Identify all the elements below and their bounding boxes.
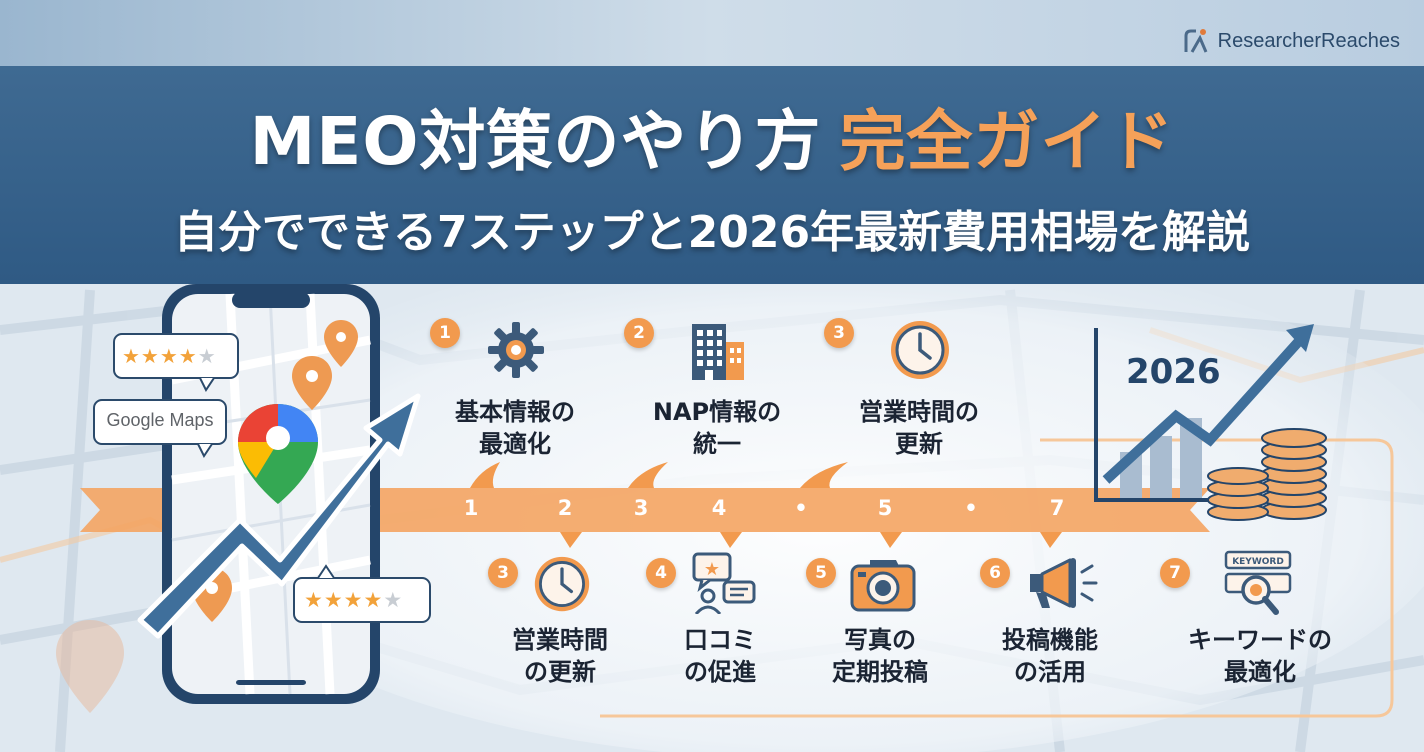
top-step-2-badge: 2 (624, 318, 654, 348)
bottom-step-3-badge: 3 (488, 558, 518, 588)
svg-text:KEYWORD: KEYWORD (1232, 557, 1284, 567)
top-step-2-label: NAP情報の 統一 (652, 398, 782, 459)
keyword-search-icon: KEYWORD (1224, 550, 1292, 615)
ribbon-dot-2: • (964, 496, 978, 520)
google-maps-label: Google Maps (106, 410, 214, 430)
bottom-step-7-badge: 7 (1160, 558, 1190, 588)
title-accent: 完全ガイド (839, 103, 1175, 180)
top-step-3-badge: 3 (824, 318, 854, 348)
ribbon-number-1: 1 (463, 496, 479, 520)
review-stars-bottom: ★★★★★ (304, 588, 404, 612)
ribbon-number-4: 4 (711, 496, 727, 520)
bottom-step-4-badge: 4 (646, 558, 676, 588)
megaphone-icon (1030, 558, 1098, 608)
review-stars-top: ★★★★★ (122, 344, 217, 368)
bottom-step-5-badge: 5 (806, 558, 836, 588)
gear-icon (488, 322, 544, 378)
bottom-step-7-label: キーワードの 最適化 (1188, 626, 1332, 687)
ribbon-dot-1: • (794, 496, 808, 520)
title-main: MEO対策のやり方 (249, 103, 822, 180)
brand-name: ResearcherReaches (1217, 29, 1400, 52)
clock-icon (534, 556, 590, 612)
bottom-step-5-label: 写真の 定期投稿 (832, 626, 928, 687)
chart-year-label: 2026 (1126, 352, 1221, 392)
title-banner (0, 66, 1424, 284)
camera-icon (850, 560, 916, 612)
ribbon-number-3: 3 (633, 496, 649, 520)
bottom-step-6-badge: 6 (980, 558, 1010, 588)
page-subtitle: 自分でできる7ステップと2026年最新費用相場を解説 (173, 207, 1251, 258)
top-step-3-label: 営業時間の 更新 (859, 398, 979, 459)
researcher-logo-icon (1184, 29, 1208, 53)
svg-text:★: ★ (704, 559, 720, 580)
bottom-step-6-label: 投稿機能 の活用 (1002, 626, 1098, 687)
ribbon-number-5: 5 (877, 496, 893, 520)
ribbon-number-7: 7 (1049, 496, 1065, 520)
brand-logo: ResearcherReaches (1180, 26, 1400, 56)
building-icon (692, 324, 744, 380)
ribbon-number-2: 2 (557, 496, 573, 520)
bottom-step-4-label: 口コミ の促進 (684, 626, 756, 687)
top-step-1-label: 基本情報の 最適化 (455, 398, 575, 459)
clock-icon (891, 321, 949, 379)
page-title: MEO対策のやり方完全ガイド (0, 88, 1424, 184)
review-chat-icon: ★ (692, 552, 756, 614)
bottom-step-3-label: 営業時間 の更新 (512, 626, 608, 687)
top-step-1-badge: 1 (430, 318, 460, 348)
